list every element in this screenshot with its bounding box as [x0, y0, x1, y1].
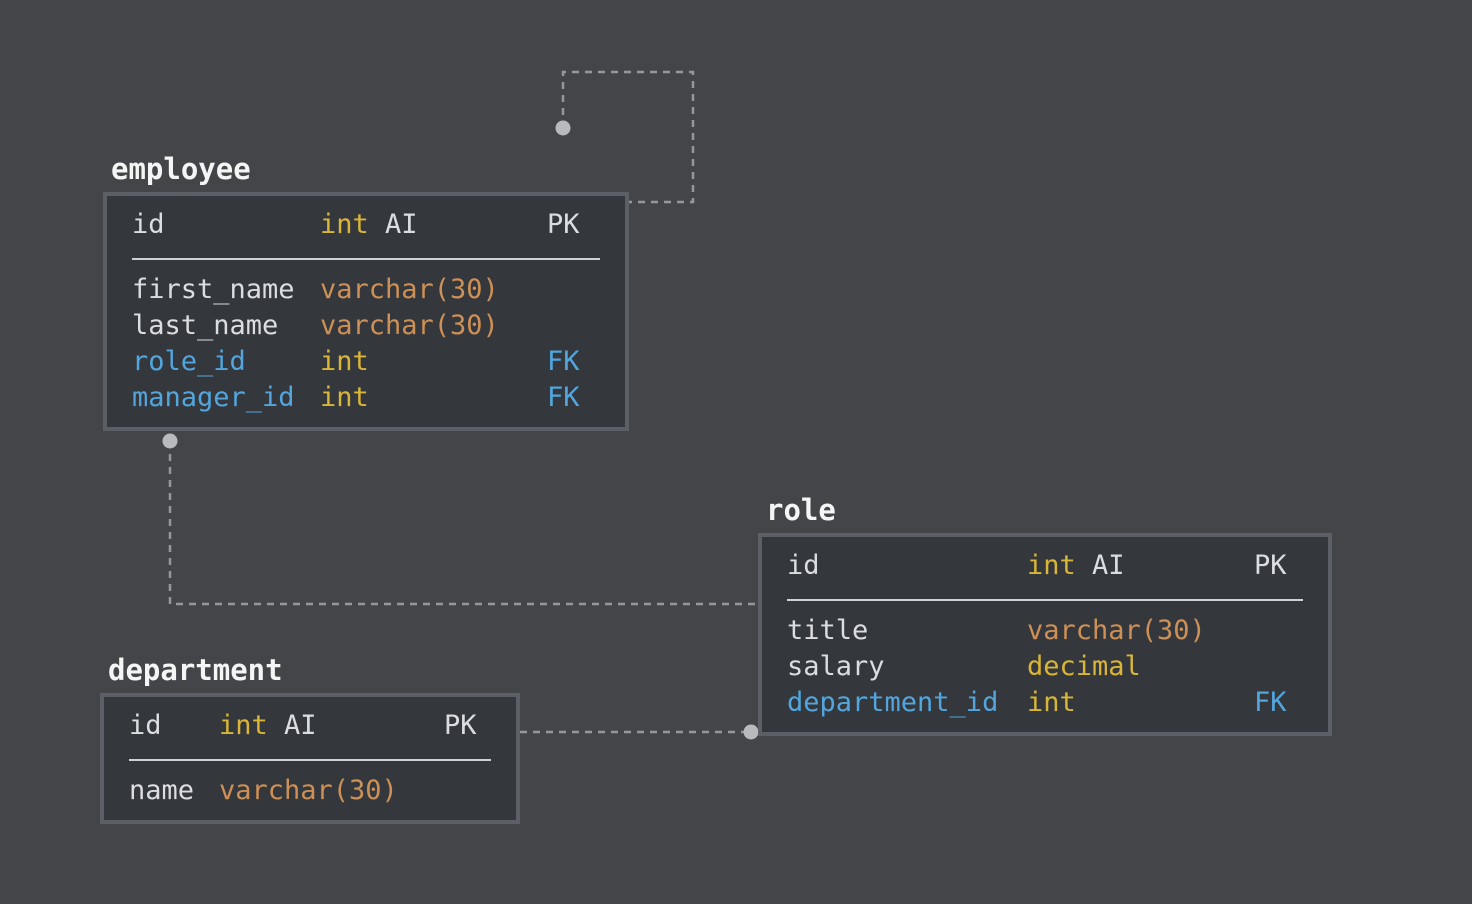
field-type-cell: int AI	[320, 209, 547, 240]
field-type: varchar(30)	[219, 774, 398, 806]
connector-employee-manager-id-self-reference[interactable]	[555, 70, 695, 204]
field-row-salary[interactable]: salary decimal	[762, 648, 1328, 684]
field-name: last_name	[132, 309, 279, 341]
field-type: int	[320, 345, 369, 377]
connector-employee-role-id-to-role[interactable]	[162, 433, 759, 606]
field-type: int	[219, 709, 268, 741]
field-type-cell: decimal	[1027, 651, 1254, 682]
auto-increment-flag: AI	[267, 709, 317, 741]
auto-increment-flag: AI	[1075, 549, 1125, 581]
field-name: salary	[787, 650, 885, 682]
field-name: role_id	[132, 345, 246, 377]
field-type: decimal	[1027, 650, 1141, 682]
table-title-department: department	[108, 653, 283, 687]
field-type-cell: varchar(30)	[219, 775, 444, 806]
field-type-cell: int	[320, 346, 547, 377]
field-name: manager_id	[132, 381, 295, 413]
field-name: name	[129, 774, 195, 806]
connector-role-department-id-to-department[interactable]	[520, 724, 759, 740]
table-title-employee: employee	[111, 152, 251, 186]
field-type: int	[320, 208, 369, 240]
field-type-cell: int	[1027, 687, 1254, 718]
key-badge: FK	[547, 345, 580, 377]
field-type-cell: int AI	[1027, 550, 1254, 581]
field-row-department_id[interactable]: department_id int FK	[762, 684, 1328, 720]
field-name: first_name	[132, 273, 295, 305]
field-row-role_id[interactable]: role_id int FK	[107, 343, 625, 379]
connector-endpoint-dot	[743, 724, 759, 740]
field-row-manager_id[interactable]: manager_id int FK	[107, 379, 625, 415]
connector-line[interactable]	[168, 441, 758, 606]
field-type-cell: int	[320, 382, 547, 413]
field-type: varchar(30)	[320, 309, 499, 341]
field-type-cell: varchar(30)	[320, 274, 547, 305]
field-name: department_id	[787, 686, 999, 718]
field-type-cell: varchar(30)	[1027, 615, 1254, 646]
field-name: id	[129, 709, 162, 741]
field-name: id	[787, 549, 820, 581]
field-type: int	[1027, 686, 1076, 718]
header-divider	[129, 759, 491, 761]
field-row-title[interactable]: title varchar(30)	[762, 612, 1328, 648]
header-divider	[132, 258, 600, 260]
connector-endpoint-dot	[555, 120, 571, 136]
field-type: varchar(30)	[1027, 614, 1206, 646]
key-badge: PK	[1254, 549, 1287, 581]
key-badge: PK	[547, 208, 580, 240]
field-type: varchar(30)	[320, 273, 499, 305]
field-row-name[interactable]: name varchar(30)	[104, 772, 516, 808]
field-row-last_name[interactable]: last_name varchar(30)	[107, 307, 625, 343]
field-type-cell: varchar(30)	[320, 310, 547, 341]
field-type: int	[1027, 549, 1076, 581]
key-badge: FK	[1254, 686, 1287, 718]
header-divider	[787, 599, 1303, 601]
field-row-first_name[interactable]: first_name varchar(30)	[107, 271, 625, 307]
auto-increment-flag: AI	[368, 208, 418, 240]
key-badge: FK	[547, 381, 580, 413]
connector-line[interactable]	[561, 70, 695, 204]
table-title-role: role	[766, 493, 836, 527]
field-name: title	[787, 614, 869, 646]
field-type: int	[320, 381, 369, 413]
connector-endpoint-dot	[162, 433, 178, 449]
field-name: id	[132, 208, 165, 240]
field-type-cell: int AI	[219, 710, 444, 741]
key-badge: PK	[444, 709, 477, 741]
